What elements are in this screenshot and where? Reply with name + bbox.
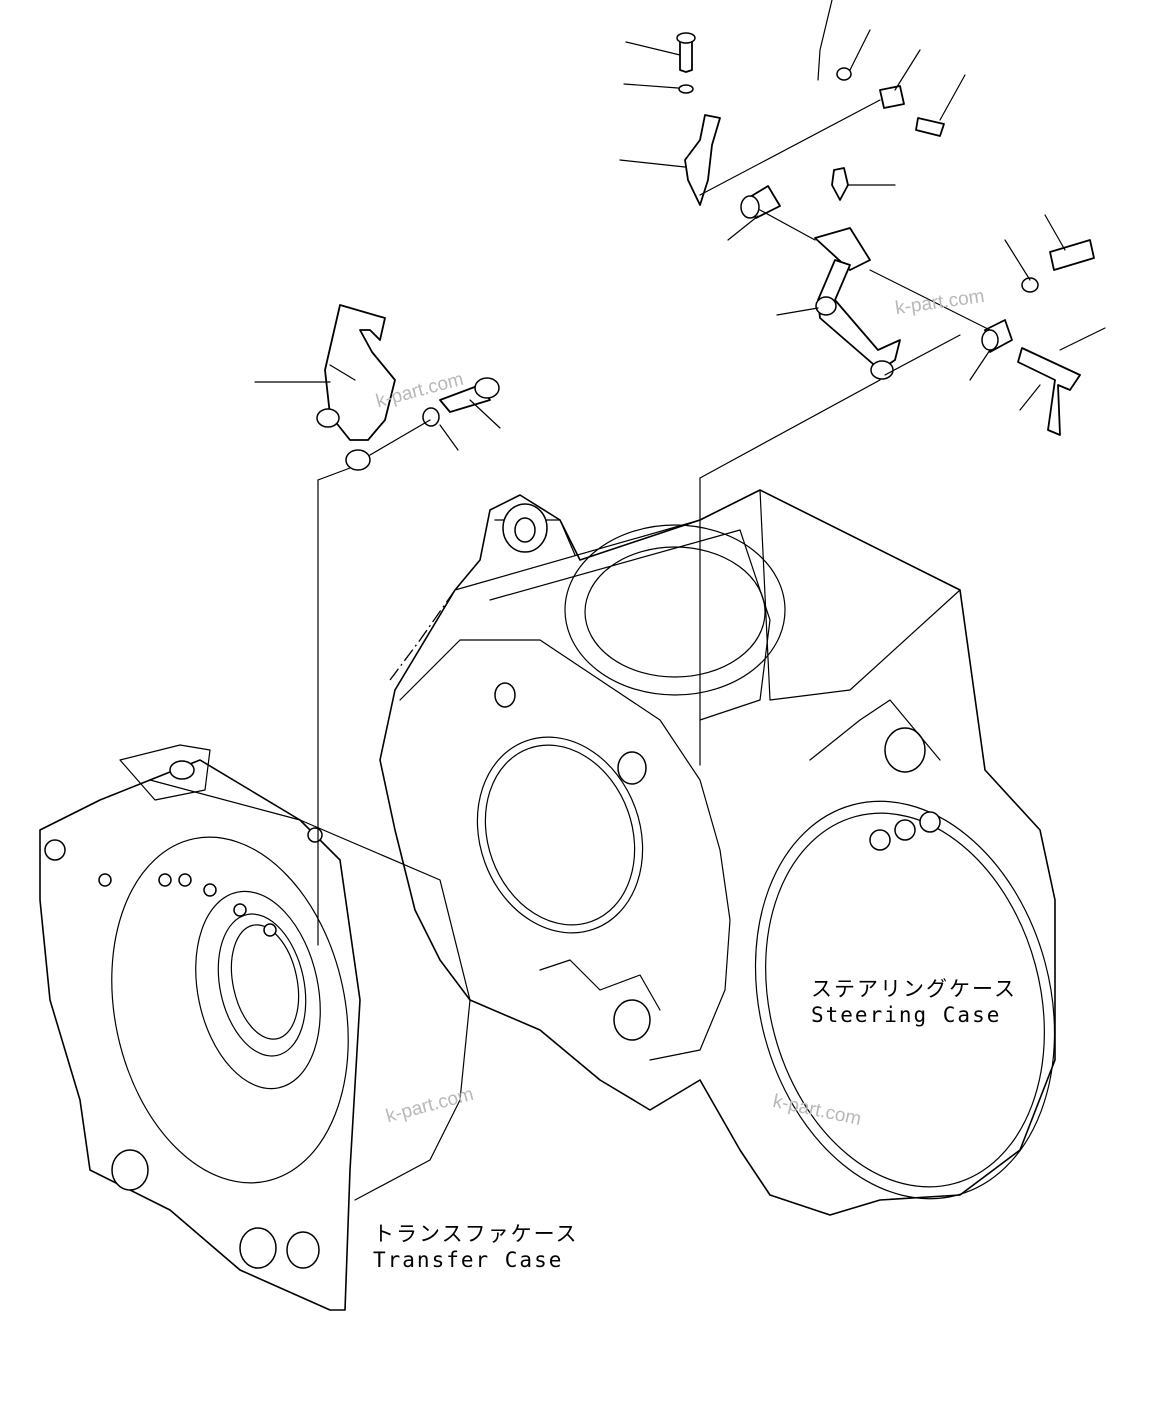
bracket-lever-assembly bbox=[254, 304, 501, 946]
transfer-case-label-jp: トランスファケース bbox=[373, 1222, 579, 1246]
steering-case bbox=[379, 489, 1056, 1216]
upper-lever-assembly bbox=[619, 0, 966, 206]
transfer-case-label-en: Transfer Case bbox=[373, 1248, 564, 1272]
transfer-case bbox=[39, 744, 471, 1311]
steering-case-label-jp: ステアリングケース bbox=[811, 977, 1017, 1001]
right-lever-assembly bbox=[699, 167, 1106, 766]
steering-case-label-en: Steering Case bbox=[811, 1003, 1002, 1027]
